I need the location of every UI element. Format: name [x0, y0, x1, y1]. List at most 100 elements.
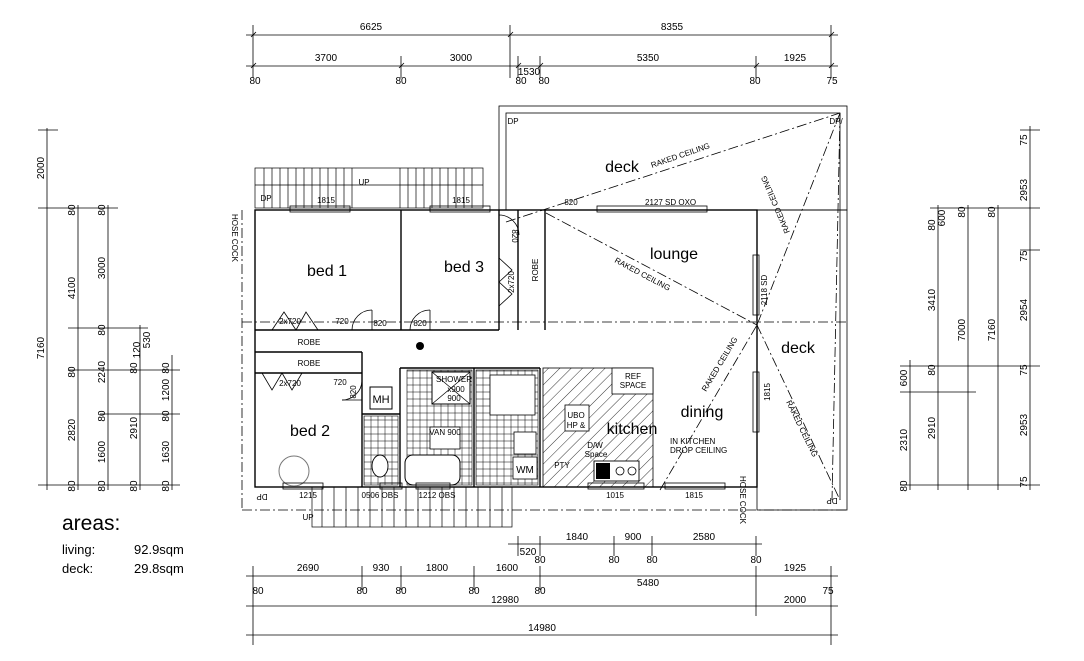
window-1015: 1015 [606, 491, 624, 500]
dim-left-tick: 80 [67, 366, 78, 378]
fridge-space [611, 367, 654, 395]
dim-right-2310: 2310 [899, 428, 910, 451]
dim-left-tick: 80 [97, 410, 108, 422]
dim-bottom-900: 900 [625, 532, 642, 543]
dim-top-tick: 80 [538, 76, 550, 87]
sink-bowl [596, 463, 610, 479]
dim-right-600a: 600 [937, 209, 948, 226]
door-2x720: 2x720 [279, 379, 301, 388]
dim-right-tick: 75 [1019, 250, 1030, 262]
hp-label: HP & [567, 421, 586, 430]
dim-right-7000: 7000 [957, 318, 968, 341]
dim-left-tick: 80 [97, 480, 108, 492]
mh-label: MH [372, 394, 389, 406]
dim-bottom-tick: 80 [395, 586, 407, 597]
door-820: 820 [413, 319, 427, 328]
washing-machine [512, 456, 538, 480]
top-dimensions [246, 25, 838, 78]
areas-title: areas: [62, 512, 121, 535]
door-720: 720 [335, 317, 349, 326]
raked-ceiling-label: RAKED CEILING [650, 141, 711, 170]
dim-right-tick: 80 [957, 206, 968, 218]
room-deck-right: deck [781, 340, 816, 357]
dim-right-7160: 7160 [987, 318, 998, 341]
window-0506-obs: 0506 OBS [362, 491, 399, 500]
dim-top-tick: 80 [395, 76, 407, 87]
dim-right-tick: 80 [927, 364, 938, 376]
fridge-label: REF [625, 372, 641, 381]
dim-bottom-tick: 80 [750, 555, 762, 566]
shower-size: x900 [447, 385, 465, 394]
fridge-space-label: SPACE [620, 381, 647, 390]
laundry-tub [513, 431, 537, 455]
bottom-dimensions [246, 536, 838, 645]
room-kitchen: kitchen [607, 421, 658, 438]
dim-left-4100: 4100 [67, 276, 78, 299]
manhole [369, 386, 393, 410]
laundry-cupboard [489, 374, 536, 416]
right-dimensions [900, 126, 1040, 490]
toilet [371, 454, 389, 478]
centre-dot [416, 342, 424, 350]
downpipe-label: DP/ [829, 117, 843, 126]
robe-label: ROBE [298, 338, 321, 347]
drop-ceiling-label: DROP CEILING [670, 446, 727, 455]
dim-left-tick: 80 [67, 204, 78, 216]
raked-ceiling-label: RAKED CEILING [784, 399, 819, 458]
dim-bottom-1925: 1925 [784, 563, 807, 574]
vanity-label: VAN 900 [429, 428, 461, 437]
dim-left-120: 120 [132, 341, 143, 358]
living-area-label: living: [62, 542, 96, 557]
windows [282, 205, 760, 490]
dim-bottom-1600: 1600 [496, 563, 519, 574]
dim-right-tick: 75 [1019, 476, 1030, 488]
stairs-top [254, 167, 484, 209]
vanity [429, 426, 461, 450]
stairs-up-label: UP [358, 178, 369, 187]
ubo-label: UBO [567, 411, 584, 420]
bed2-circle [278, 455, 310, 487]
room-lounge: lounge [650, 246, 698, 263]
shower-label: SHOWER [436, 375, 472, 384]
dim-right-tick: 75 [1019, 134, 1030, 146]
dim-left-7160: 7160 [36, 336, 47, 359]
room-bed2: bed 2 [290, 423, 330, 440]
dim-bottom-930: 930 [373, 563, 390, 574]
areas-deck-row: deck: 29.8sqm [62, 559, 184, 578]
dim-bottom-2000: 2000 [784, 595, 807, 606]
dim-top-6625: 6625 [360, 22, 383, 33]
dim-left-tick: 80 [161, 410, 172, 422]
dim-left-tick: 80 [97, 204, 108, 216]
bathtub [404, 454, 461, 486]
window-1815: 1815 [685, 491, 703, 500]
dim-left-2820: 2820 [67, 418, 78, 441]
door-2x720: 2x720 [279, 317, 301, 326]
living-area-value: 92.9sqm [134, 542, 184, 557]
deck-area-label: deck: [62, 561, 94, 576]
window-1815: 1815 [317, 196, 335, 205]
doors [261, 214, 520, 401]
dim-bottom-tick: 80 [252, 586, 264, 597]
dim-right-tick: 80 [899, 480, 910, 492]
shower-width: 900 [447, 394, 461, 403]
dim-bottom-12980: 12980 [491, 595, 519, 606]
dim-left-tick: 80 [97, 324, 108, 336]
dim-top-tick: 80 [249, 76, 261, 87]
dim-top-3700: 3700 [315, 53, 338, 64]
areas-summary: areas: living: 92.9sqm deck: 29.8sqm [62, 512, 184, 578]
room-bed3: bed 3 [444, 259, 484, 276]
dim-top-8355: 8355 [661, 22, 684, 33]
dim-left-tick: 80 [129, 480, 140, 492]
door-820: 820 [564, 198, 578, 207]
dim-left-tick: 80 [161, 480, 172, 492]
dw-space-label: Space [585, 450, 608, 459]
dim-right-2954: 2954 [1019, 298, 1030, 321]
robe-label: ROBE [298, 359, 321, 368]
dim-bottom-520: 520 [520, 547, 537, 558]
door-2x720: 2x720 [507, 271, 516, 293]
stairs-up-label: UP [302, 513, 313, 522]
window-1815: 1815 [452, 196, 470, 205]
oven [564, 404, 590, 432]
dim-top-3000: 3000 [450, 53, 473, 64]
hose-cock-label: HOSE COCK [738, 476, 747, 525]
